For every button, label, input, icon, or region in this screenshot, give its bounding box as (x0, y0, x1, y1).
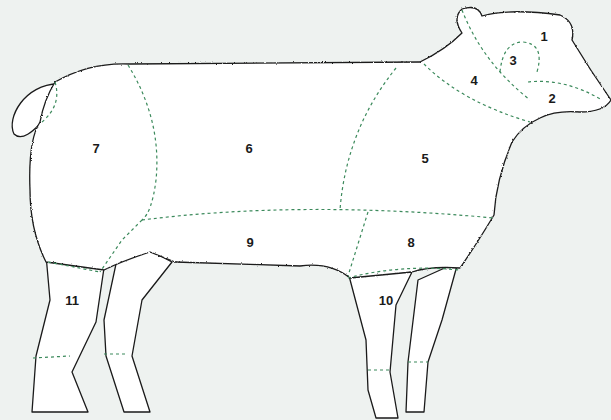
cut-line (142, 209, 494, 220)
cut-line (462, 10, 530, 100)
cut-line (104, 353, 126, 354)
cut-line (348, 212, 368, 276)
callout-number: 2 (548, 91, 555, 106)
callout-number: 1 (540, 29, 547, 44)
cut-line (33, 356, 70, 358)
cut-line (128, 65, 157, 220)
cut-line (100, 220, 142, 272)
callout-number: 6 (245, 141, 252, 156)
front-far-leg (406, 262, 458, 412)
callout-number: 8 (407, 235, 414, 250)
cut-line (42, 82, 57, 122)
cut-line (340, 68, 396, 210)
callout-number: 7 (92, 141, 99, 156)
cut-line (408, 361, 428, 362)
rear-near-leg (32, 255, 104, 412)
callout-number: 11 (65, 293, 79, 308)
cut-line (368, 369, 390, 370)
front-near-leg (348, 272, 412, 418)
cut-line (528, 81, 602, 100)
cut-line (500, 42, 539, 72)
callout-number: 10 (379, 293, 393, 308)
callout-number: 9 (246, 235, 253, 250)
callout-number: 4 (470, 73, 477, 88)
cut-line (424, 64, 530, 122)
cut-line (348, 268, 460, 278)
callout-number: 3 (509, 53, 516, 68)
callout-number: 5 (421, 151, 428, 166)
cut-line (48, 262, 100, 272)
sheep-body (30, 8, 611, 278)
